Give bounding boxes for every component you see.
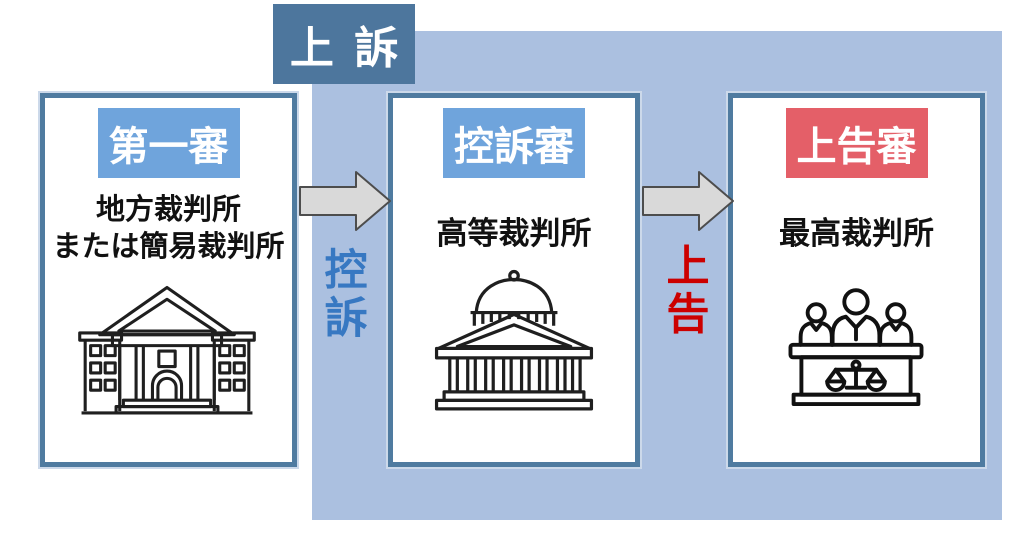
judges-bench-icon xyxy=(778,268,934,420)
stage-chip-appeal-instance: 控訴審 xyxy=(443,108,585,178)
stage-label: 控訴審 xyxy=(454,125,574,169)
court-name-line2: または簡易裁判所 xyxy=(52,230,285,263)
stage-box-appeal-instance: 控訴審 高等裁判所 xyxy=(388,93,640,467)
court-name: 地方裁判所 または簡易裁判所 xyxy=(45,192,292,265)
stage-label: 第一審 xyxy=(108,125,229,169)
stage-chip-final-appeal-instance: 上告審 xyxy=(785,108,928,178)
court-name-line1: 地方裁判所 xyxy=(95,194,241,226)
stage-box-first-instance: 第一審 地方裁判所 または簡易裁判所 xyxy=(40,93,297,467)
jokoku-appeal-label: 上告 xyxy=(660,243,708,339)
appeal-title: 上 訴 xyxy=(289,24,403,73)
courthouse-icon xyxy=(67,278,267,426)
arrow-appeal-to-final-icon xyxy=(641,168,737,236)
stage-box-final-appeal-instance: 上告審 最高裁判所 xyxy=(728,93,985,467)
stage-label: 上告審 xyxy=(796,125,917,169)
court-name-line1: 高等裁判所 xyxy=(436,216,592,251)
court-name: 高等裁判所 xyxy=(393,208,635,253)
court-name: 最高裁判所 xyxy=(733,208,980,253)
arrow-first-to-appeal-icon xyxy=(298,168,394,236)
appeal-title-box: 上 訴 xyxy=(273,4,415,84)
koso-appeal-label: 控訴 xyxy=(318,247,366,343)
stage-chip-first-instance: 第一審 xyxy=(97,108,240,178)
dome-courthouse-icon xyxy=(429,263,599,415)
court-name-line1: 最高裁判所 xyxy=(779,216,934,251)
